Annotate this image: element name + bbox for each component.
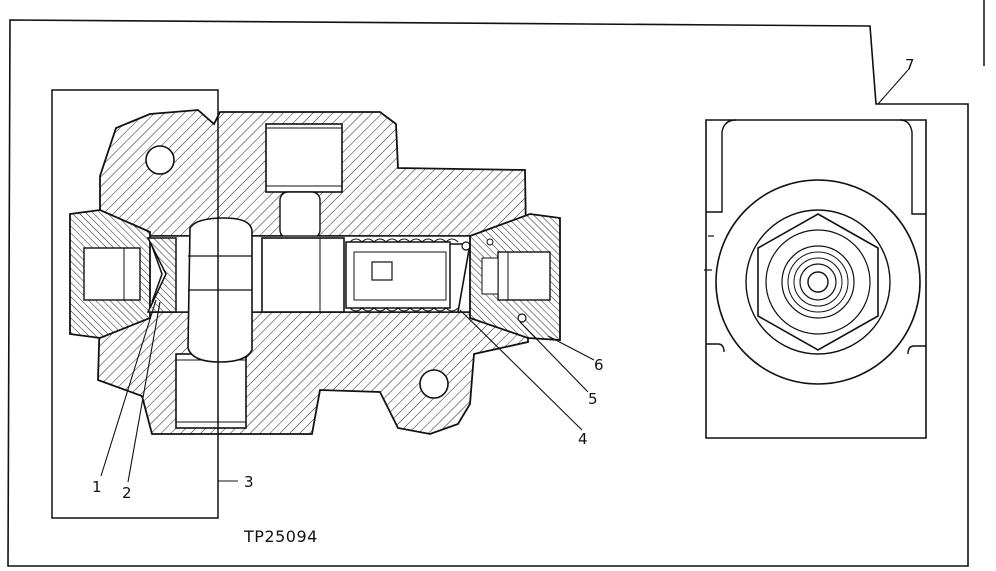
check-valve-seat xyxy=(146,237,177,313)
detail-box xyxy=(51,89,219,519)
end-view-notch-bottom-left xyxy=(706,343,725,353)
leader-lines xyxy=(100,69,909,483)
end-view-notch-bottom-right xyxy=(907,345,926,355)
valve-body-lower xyxy=(97,311,529,435)
check-valve-poppet xyxy=(151,245,163,303)
spool xyxy=(261,237,345,313)
callout-5: 5 xyxy=(588,390,598,408)
mounting-hole-lower xyxy=(419,369,449,399)
spring xyxy=(349,238,459,312)
left-plug-bore xyxy=(83,247,141,301)
callout-7: 7 xyxy=(905,56,915,74)
hex-nut xyxy=(757,213,879,351)
upper-passage xyxy=(279,191,321,239)
end-view-outline xyxy=(705,119,927,439)
end-view-flange-circle xyxy=(745,209,891,355)
end-view-notch-top-left xyxy=(706,119,737,213)
piston-window xyxy=(371,261,393,281)
lower-port xyxy=(175,353,247,429)
callout-6: 6 xyxy=(594,356,604,374)
figure-id: TP25094 xyxy=(243,527,318,546)
end-view-notch-top-right xyxy=(899,119,926,215)
callout-4: 4 xyxy=(578,430,588,448)
mounting-hole-upper xyxy=(145,145,175,175)
callout-3: 3 xyxy=(244,473,254,491)
callout-2: 2 xyxy=(122,484,132,502)
valve-end-view xyxy=(704,119,927,439)
o-ring-right xyxy=(517,313,527,323)
valve-body-section xyxy=(69,109,561,435)
callout-1: 1 xyxy=(92,478,102,496)
end-view-outer-circle xyxy=(715,179,921,385)
upper-port xyxy=(265,123,343,193)
right-plug-bore xyxy=(497,251,551,301)
outer-frame xyxy=(7,19,969,567)
